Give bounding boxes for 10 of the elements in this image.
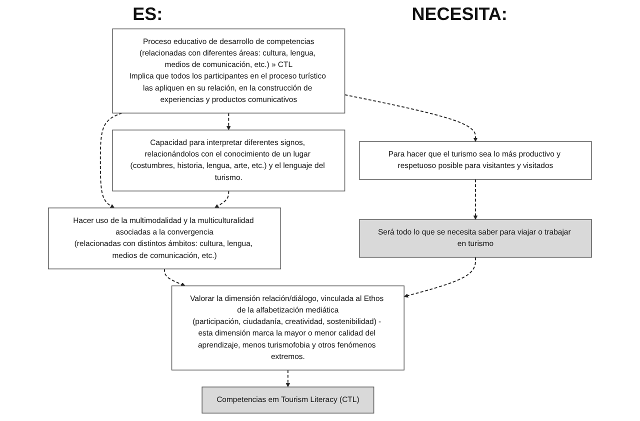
arrow <box>214 190 230 208</box>
arrow <box>226 112 231 130</box>
column-heading: ES: <box>132 4 163 25</box>
arrow <box>404 256 476 298</box>
column-heading: NECESITA: <box>412 4 508 25</box>
arrow <box>286 370 290 388</box>
arrow <box>164 268 186 286</box>
arrow <box>473 178 478 220</box>
arrow <box>100 112 122 208</box>
arrow <box>344 94 478 142</box>
